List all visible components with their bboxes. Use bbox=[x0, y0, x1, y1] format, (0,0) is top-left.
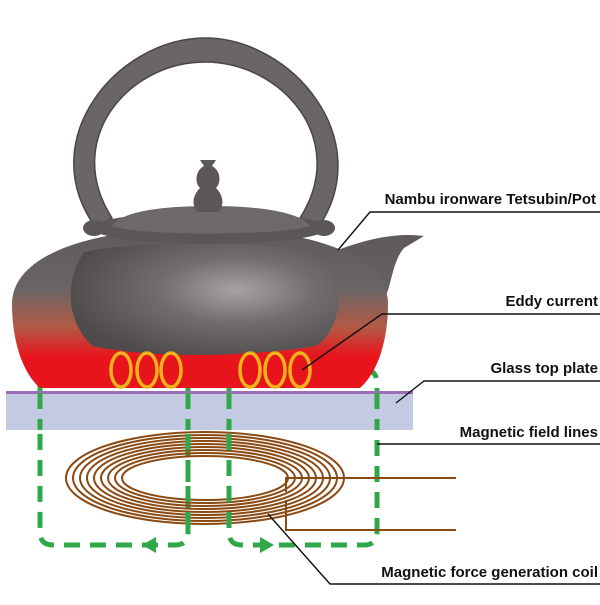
coil-lead-top bbox=[285, 477, 456, 492]
eddy-ring bbox=[238, 351, 262, 389]
eddy-ring bbox=[135, 351, 159, 389]
coil-lead-bottom bbox=[285, 500, 456, 531]
eddy-ring bbox=[288, 351, 312, 389]
eddy-ring bbox=[109, 351, 133, 389]
magnetic-field-lines bbox=[37, 367, 380, 548]
label-glass-top-plate: Glass top plate bbox=[490, 360, 598, 377]
field-arrow-bottom-left bbox=[142, 537, 156, 553]
pot-leader bbox=[337, 211, 600, 251]
label-pot: Nambu ironware Tetsubin/Pot bbox=[385, 191, 596, 208]
eddy-leader bbox=[301, 313, 600, 371]
glass-top-plate bbox=[6, 393, 413, 430]
coil-leader bbox=[267, 513, 600, 585]
label-magnetic-field-lines: Magnetic field lines bbox=[460, 424, 598, 441]
coil-turn bbox=[114, 452, 296, 504]
pot-lid bbox=[112, 206, 310, 234]
pot-inner-shade bbox=[70, 243, 339, 355]
coil-turn bbox=[93, 443, 317, 513]
leader-lines bbox=[267, 211, 600, 585]
field-arrow-bottom-right bbox=[260, 537, 274, 553]
eddy-ring bbox=[263, 351, 287, 389]
induction-coil bbox=[65, 431, 456, 531]
glass-leader bbox=[395, 380, 600, 404]
field-lines-front bbox=[185, 434, 232, 532]
field-lines-through-plate bbox=[37, 393, 380, 430]
glass-top-edge bbox=[6, 391, 413, 394]
eddy-current-rings bbox=[109, 351, 312, 389]
label-eddy-current: Eddy current bbox=[505, 293, 598, 310]
coil-turn bbox=[107, 449, 303, 507]
field-loop-right bbox=[226, 367, 380, 548]
label-coil: Magnetic force generation coil bbox=[381, 564, 598, 581]
lid-knob bbox=[193, 160, 223, 212]
eddy-ring bbox=[159, 351, 183, 389]
field-loop-left bbox=[37, 367, 191, 548]
coil-turn bbox=[121, 455, 289, 501]
